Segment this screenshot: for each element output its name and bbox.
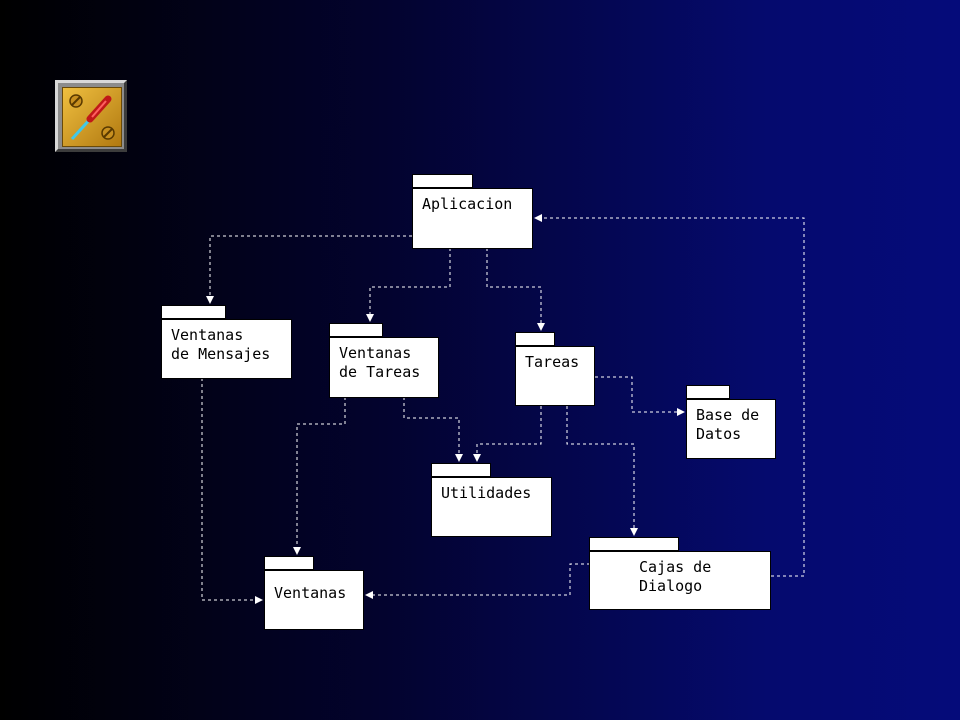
package-label: Utilidades: [431, 477, 552, 537]
arrow-ventanas-tareas-to-ventanas: [293, 397, 346, 555]
package-label: Aplicacion: [412, 188, 533, 249]
package-label: Cajas de Dialogo: [589, 551, 771, 610]
package-label: Ventanas de Mensajes: [161, 319, 292, 379]
package-label: Ventanas: [264, 570, 364, 630]
package-label: Tareas: [515, 346, 595, 406]
arrow-ventanas-tareas-to-utilidades: [403, 397, 463, 462]
arrow-aplicacion-to-ventanas-tareas: [366, 248, 451, 322]
arrow-ventanas-mensajes-to-ventanas: [201, 378, 263, 604]
arrow-aplicacion-to-tareas: [486, 248, 545, 331]
screwdriver-icon: [55, 80, 127, 152]
arrow-cajas-dialogo-to-ventanas: [365, 563, 590, 599]
arrow-tareas-to-cajas-dialogo: [566, 406, 638, 536]
arrow-cajas-dialogo-to-aplicacion: [534, 214, 805, 577]
arrow-tareas-to-base-datos: [595, 376, 685, 416]
arrow-tareas-to-utilidades: [473, 406, 542, 462]
package-label: Base de Datos: [686, 399, 776, 459]
arrow-aplicacion-to-ventanas-mensajes: [206, 235, 412, 304]
package-label: Ventanas de Tareas: [329, 337, 439, 398]
